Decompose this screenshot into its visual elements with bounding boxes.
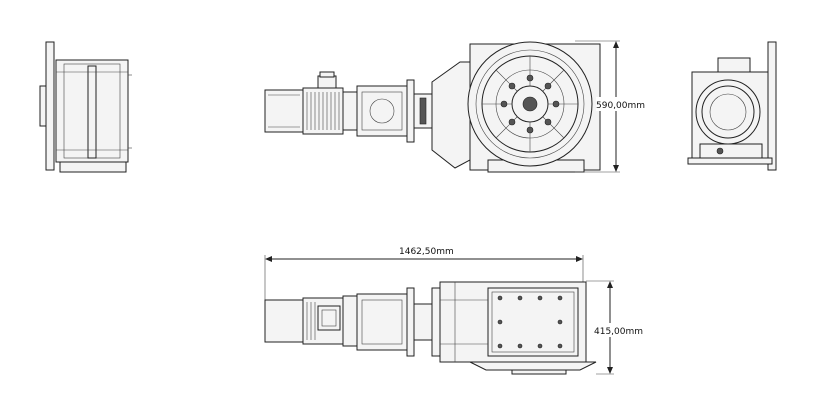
right-side-view (687, 41, 777, 171)
depth-dimension-label: 415,00mm (594, 327, 643, 337)
height-dimension-label: 590,00mm (596, 101, 645, 111)
length-dimension-label: 1462,50mm (399, 247, 454, 257)
front-view: 590,00mm (264, 40, 645, 173)
top-view: 1462,50mm (264, 244, 643, 375)
left-side-view (39, 41, 132, 173)
